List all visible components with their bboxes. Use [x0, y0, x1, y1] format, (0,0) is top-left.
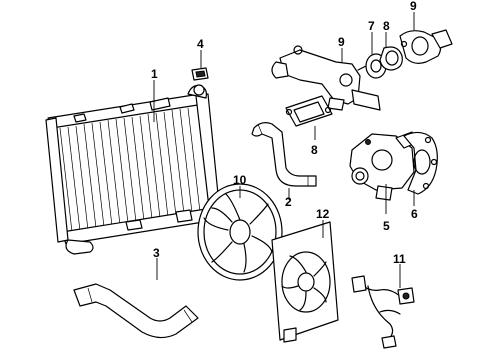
callout-fan-blade: 10	[233, 173, 247, 187]
callout-outlet-housing: 9	[338, 35, 345, 49]
outlet-gasket	[285, 95, 333, 127]
callout-fan-harness: 11	[393, 252, 406, 266]
callout-thermostat: 7	[368, 19, 375, 33]
thermostat-gasket	[379, 46, 403, 71]
callout-radiator: 1	[151, 67, 158, 81]
callout-upper-hose: 2	[285, 195, 292, 209]
callout-radiator-cap: 4	[197, 37, 204, 51]
radiator	[45, 84, 221, 255]
lower-radiator-hose	[73, 283, 199, 339]
cooling-fan-blade	[197, 183, 283, 281]
water-pump	[349, 131, 419, 201]
water-outlet-housing	[271, 45, 381, 111]
callout-water-pump: 5	[383, 219, 390, 233]
callout-lower-hose: 3	[153, 246, 160, 260]
radiator-cap	[191, 67, 209, 81]
water-outlet	[399, 29, 453, 64]
water-pump-gasket	[403, 131, 438, 195]
fan-harness	[351, 275, 415, 349]
callout-outlet-gasket: 8	[311, 143, 318, 157]
upper-radiator-hose	[251, 122, 317, 187]
callout-thermostat-gasket: 8	[383, 19, 390, 33]
callout-water-outlet: 9	[410, 0, 417, 13]
fan-shroud	[271, 221, 339, 343]
leader-lines	[153, 12, 415, 288]
callout-fan-shroud: 12	[316, 207, 330, 221]
callout-pump-gasket: 6	[411, 207, 418, 221]
